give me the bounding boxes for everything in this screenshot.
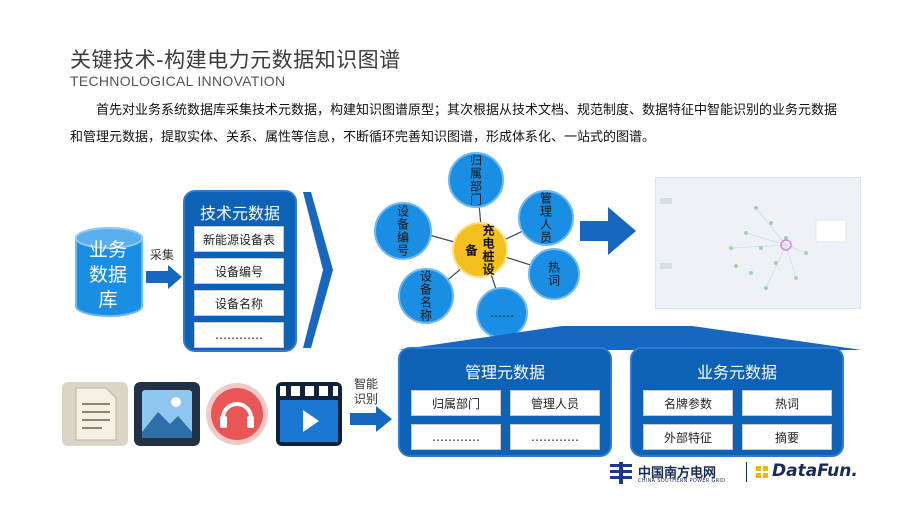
tech-item-1: 设备编号 — [194, 258, 284, 284]
graph-center-node: 充电桩设备 — [452, 222, 508, 278]
csg-logo-english: CHINA SOUTHERN POWER GRID — [638, 478, 726, 484]
document-icon — [62, 382, 128, 446]
mgmt-item-1: 管理人员 — [510, 390, 600, 416]
biz-item-3: 摘要 — [742, 424, 832, 450]
tech-item-0: 新能源设备表 — [194, 226, 284, 252]
graph-node-hotword: 热词 — [528, 248, 580, 300]
video-play-icon — [276, 382, 342, 446]
datafun-logo-icon — [756, 466, 768, 478]
database-label: 业务数据库 — [88, 239, 127, 311]
chevron-right-icon — [303, 192, 333, 348]
biz-item-0: 名牌参数 — [643, 390, 733, 416]
mgmt-metadata-title: 管理元数据 — [464, 363, 545, 382]
image-icon — [134, 382, 200, 446]
graph-node-device-name: 设备名称 — [398, 268, 454, 324]
recognize-arrow-icon — [350, 406, 392, 432]
database-cylinder-icon — [75, 227, 143, 317]
collect-label: 采集 — [150, 248, 175, 262]
mgmt-item-2: ………… — [411, 424, 501, 450]
graph-node-device-id: 设备编号 — [374, 202, 432, 260]
graph-node-department: 归属部门 — [448, 152, 504, 208]
page-subtitle: TECHNOLOGICAL INNOVATION — [70, 73, 286, 89]
mgmt-item-0: 归属部门 — [411, 390, 501, 416]
logo-divider — [746, 462, 747, 482]
intro-paragraph: 首先对业务系统数据库采集技术元数据，构建知识图谱原型；其次根据从技术文档、规范制… — [70, 103, 838, 145]
page-title: 关键技术-构建电力元数据知识图谱 — [70, 48, 401, 72]
tech-item-3: ………… — [194, 322, 284, 348]
graph-screenshot — [655, 177, 861, 309]
csg-logo-name: 中国南方电网 — [638, 466, 717, 481]
tech-metadata-title: 技术元数据 — [199, 204, 280, 223]
audio-headphones-icon — [206, 383, 268, 445]
biz-metadata-title: 业务元数据 — [696, 363, 777, 382]
recognize-label: 智能识别 — [354, 377, 379, 406]
biz-item-2: 外部特征 — [643, 424, 733, 450]
tech-item-2: 设备名称 — [194, 290, 284, 316]
csg-logo-icon — [610, 462, 632, 484]
biz-item-1: 热词 — [742, 390, 832, 416]
collect-arrow-icon — [146, 265, 182, 289]
datafun-logo-text: DataFun. — [772, 461, 858, 481]
graph-node-manager: 管理人员 — [518, 190, 574, 246]
graph-screenshot-image — [656, 178, 860, 308]
arrow-right-icon — [580, 207, 636, 255]
mgmt-item-3: ………… — [510, 424, 600, 450]
trapezoid-connector — [398, 326, 862, 350]
